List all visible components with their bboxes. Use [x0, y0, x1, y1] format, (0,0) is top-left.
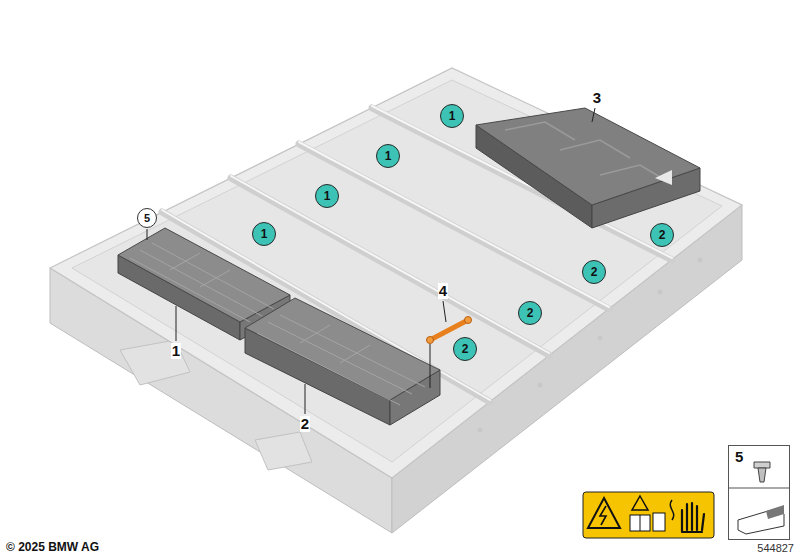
tray-bracket	[255, 432, 312, 470]
callout-number: 3	[592, 90, 602, 107]
position-marker: 2	[453, 337, 477, 361]
callout-number: 2	[591, 266, 598, 278]
diagram-number: 544827	[757, 542, 794, 554]
warning-icons	[583, 492, 714, 538]
position-marker: 1	[440, 104, 464, 128]
leader-lines	[147, 108, 595, 414]
copyright-note: © 2025 BMW AG	[6, 541, 99, 554]
part-icon-panel: 5	[728, 445, 790, 540]
callout-number: 5	[735, 449, 743, 464]
position-marker: 1	[376, 144, 400, 168]
callout-number: 2	[659, 229, 666, 241]
battery-module	[245, 298, 440, 425]
part-icons	[729, 462, 790, 534]
callout-number: 1	[324, 190, 331, 202]
tray-top	[50, 68, 742, 478]
battery-module	[476, 108, 700, 228]
tray-holes	[478, 258, 703, 433]
callout-number: 1	[385, 150, 392, 162]
position-marker: 1	[252, 222, 276, 246]
callout-number: 1	[261, 228, 268, 240]
callout-number: 2	[462, 343, 469, 355]
position-marker: 1	[315, 184, 339, 208]
callout-number: 5	[144, 213, 150, 224]
callout-number: 2	[527, 307, 534, 319]
callout-number: 2	[300, 416, 310, 433]
tray-floor	[72, 80, 722, 462]
callout-circle: 5	[137, 208, 157, 228]
position-marker: 2	[582, 260, 606, 284]
position-marker: 2	[518, 301, 542, 325]
callout-number: 4	[438, 283, 448, 300]
callout-number: 1	[171, 343, 181, 360]
callout-number: 1	[449, 110, 456, 122]
position-marker: 2	[650, 223, 674, 247]
tray-bracket	[120, 340, 190, 385]
